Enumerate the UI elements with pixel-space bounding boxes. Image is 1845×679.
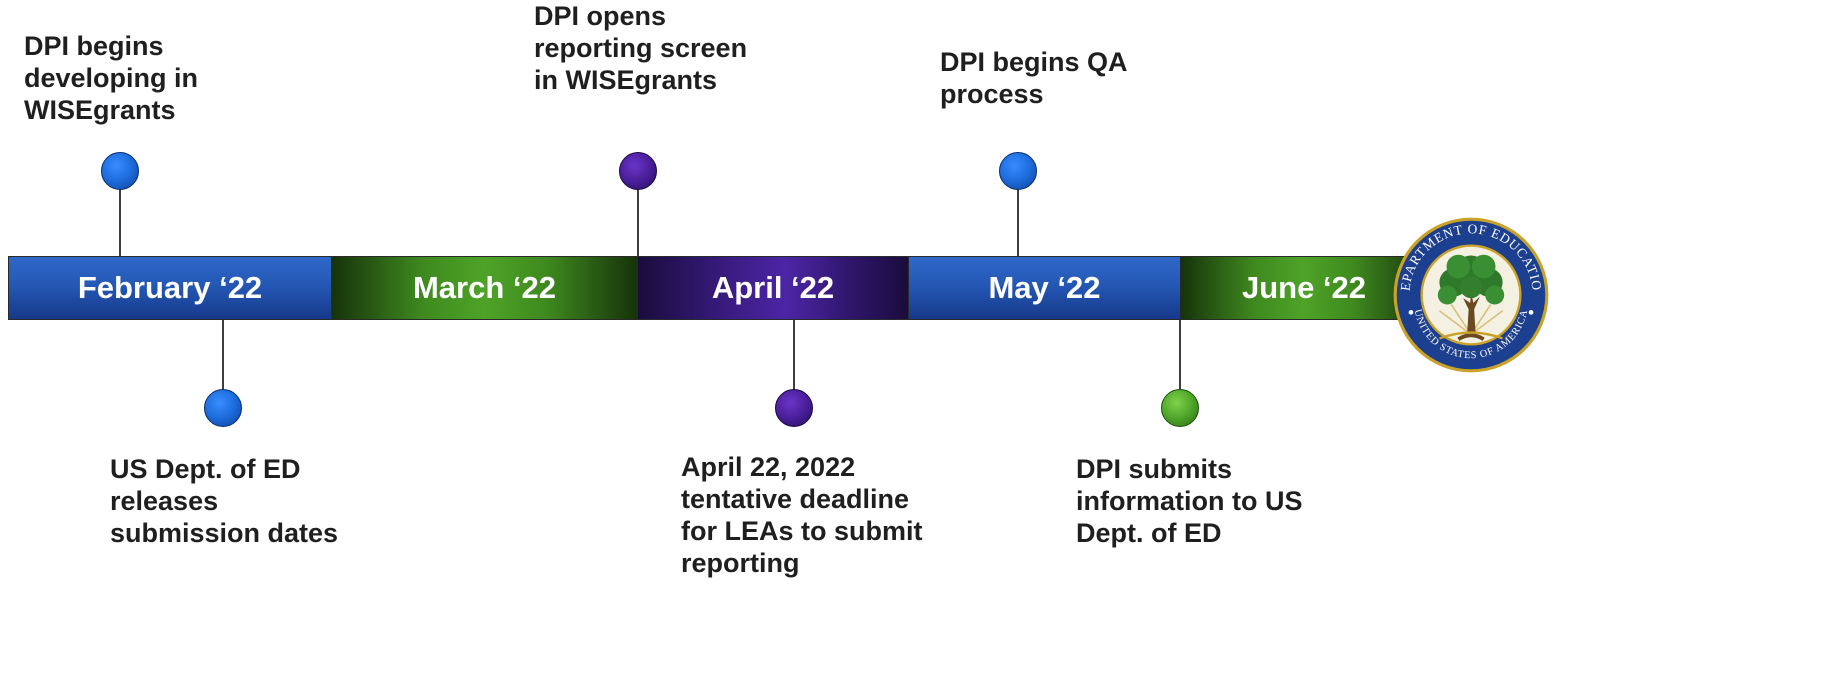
event-line: for LEAs to submit	[681, 516, 923, 546]
event-marker-dot	[619, 152, 657, 190]
connector-line	[1017, 170, 1019, 256]
month-may: May ‘22	[909, 256, 1181, 320]
month-april: April ‘22	[638, 256, 909, 320]
connector-line	[637, 170, 639, 256]
event-marker-dot	[101, 152, 139, 190]
event-marker-dot	[1161, 389, 1199, 427]
event-line: reporting screen	[534, 33, 748, 63]
event-line: developing in	[24, 63, 199, 93]
event-line: DPI begins QA	[940, 47, 1128, 77]
event-line: tentative deadline	[681, 484, 910, 514]
event-line: April 22, 2022	[681, 452, 856, 482]
connector-line	[222, 320, 224, 392]
event-line: Dept. of ED	[1076, 518, 1222, 548]
event-line: in WISEgrants	[534, 65, 718, 95]
event-line: DPI opens	[534, 1, 667, 31]
department-of-education-seal: DEPARTMENT OF EDUCATION UNITED STATES OF…	[1392, 216, 1549, 373]
event-marker-dot	[204, 389, 242, 427]
event-line: submission dates	[110, 518, 339, 548]
event-line: DPI submits	[1076, 454, 1233, 484]
event-line: DPI begins	[24, 31, 164, 61]
connector-line	[1179, 320, 1181, 392]
timeline-bar: February ‘22 March ‘22 April ‘22 May ‘22…	[8, 256, 1428, 320]
event-line: information to US	[1076, 486, 1303, 516]
event-label-qa-process: DPI begins QA process	[940, 46, 1128, 110]
event-label-wisegrants-development: DPI begins developing in WISEgrants	[24, 30, 198, 126]
month-june: June ‘22	[1181, 256, 1428, 320]
seal-tree-icon	[1437, 254, 1505, 341]
event-line: process	[940, 79, 1044, 109]
event-label-reporting-screen: DPI opens reporting screen in WISEgrants	[534, 0, 747, 96]
connector-line	[119, 170, 121, 256]
event-label-submit-to-ed: DPI submits information to US Dept. of E…	[1076, 453, 1302, 549]
connector-line	[793, 320, 795, 392]
month-march: March ‘22	[332, 256, 638, 320]
event-line: reporting	[681, 548, 800, 578]
event-line: releases	[110, 486, 219, 516]
event-line: US Dept. of ED	[110, 454, 301, 484]
event-marker-dot	[775, 389, 813, 427]
event-marker-dot	[999, 152, 1037, 190]
month-february: February ‘22	[8, 256, 332, 320]
event-label-lea-deadline: April 22, 2022 tentative deadline for LE…	[681, 451, 923, 579]
event-line: WISEgrants	[24, 95, 176, 125]
event-label-submission-dates: US Dept. of ED releases submission dates	[110, 453, 338, 549]
